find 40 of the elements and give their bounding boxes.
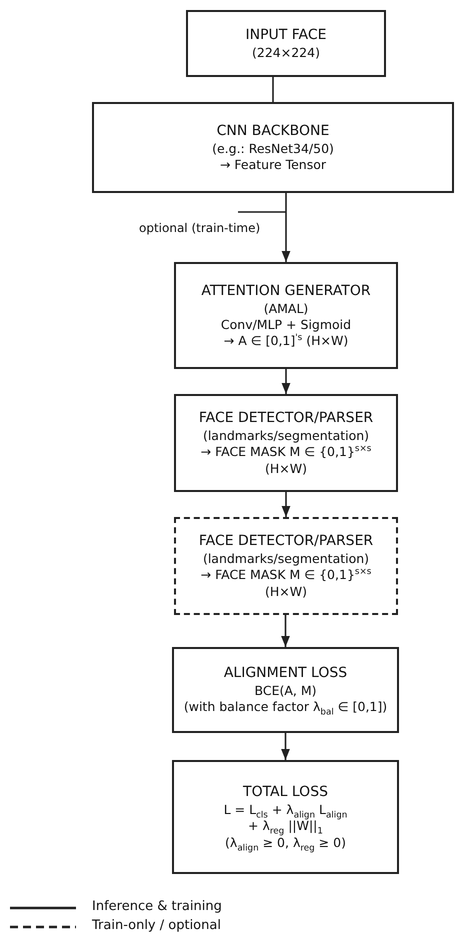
box-text: (H×W)	[265, 584, 307, 600]
box-text: (landmarks/segmentation)	[202, 551, 370, 568]
box-text: (with balance factor λ$_{bal}$ ∈ [0,1])	[184, 699, 388, 716]
legend-label: Train-only / optional	[92, 918, 221, 933]
connector-line	[272, 77, 274, 102]
box-heading: ATTENTION GENERATOR	[201, 282, 371, 301]
box-text: (λ$_{align}$ ≥ 0, λ$_{reg}$ ≥ 0)	[225, 834, 346, 851]
box-text: → FACE MASK M ∈ {0,1}$^{s×s}$	[200, 444, 372, 461]
process-box	[174, 262, 398, 369]
box-heading: TOTAL LOSS	[243, 783, 328, 802]
box-heading: FACE DETECTOR/PARSER	[198, 409, 374, 428]
box-text: (224×224)	[252, 44, 320, 62]
arrow	[282, 492, 290, 517]
box-text: L = L$_{cls}$ + λ$_{align}$ L$_{align}$	[224, 802, 348, 818]
box-text: BCE(A, M)	[254, 683, 317, 700]
arrow	[281, 733, 290, 760]
box-text: → A ∈ [0,1]$^{'s}$ (H×W)	[224, 333, 348, 350]
box-heading: INPUT FACE	[245, 26, 326, 45]
box-heading: FACE DETECTOR/PARSER	[198, 532, 374, 552]
legend-label: Inference & training	[92, 899, 222, 914]
box-text: → FACE MASK M ∈ {0,1}$^{s×s}$	[200, 567, 372, 584]
loss-box	[172, 647, 399, 733]
process-box	[174, 394, 398, 492]
box-text: (AMAL)	[264, 300, 308, 317]
arrow	[281, 615, 290, 647]
edge-label: optional (train-time)	[138, 221, 262, 235]
box-text: (landmarks/segmentation)	[202, 428, 370, 444]
box-text: + λ$_{reg}$ ||W||$_{1}$	[248, 818, 323, 835]
input-box	[186, 10, 386, 77]
box-text: (H×W)	[265, 460, 307, 477]
box-text: → Feature Tensor	[220, 156, 326, 174]
box-heading: ALIGNMENT LOSS	[224, 664, 348, 684]
box-text: (e.g.: ResNet34/50)	[212, 140, 334, 157]
arrow	[282, 369, 290, 394]
loss-box	[172, 760, 399, 874]
arrow	[282, 193, 290, 262]
optional-process-box	[174, 517, 398, 615]
box-heading: CNN BACKBONE	[216, 122, 330, 141]
process-box	[92, 102, 454, 193]
box-text: Conv/MLP + Sigmoid	[220, 316, 352, 334]
